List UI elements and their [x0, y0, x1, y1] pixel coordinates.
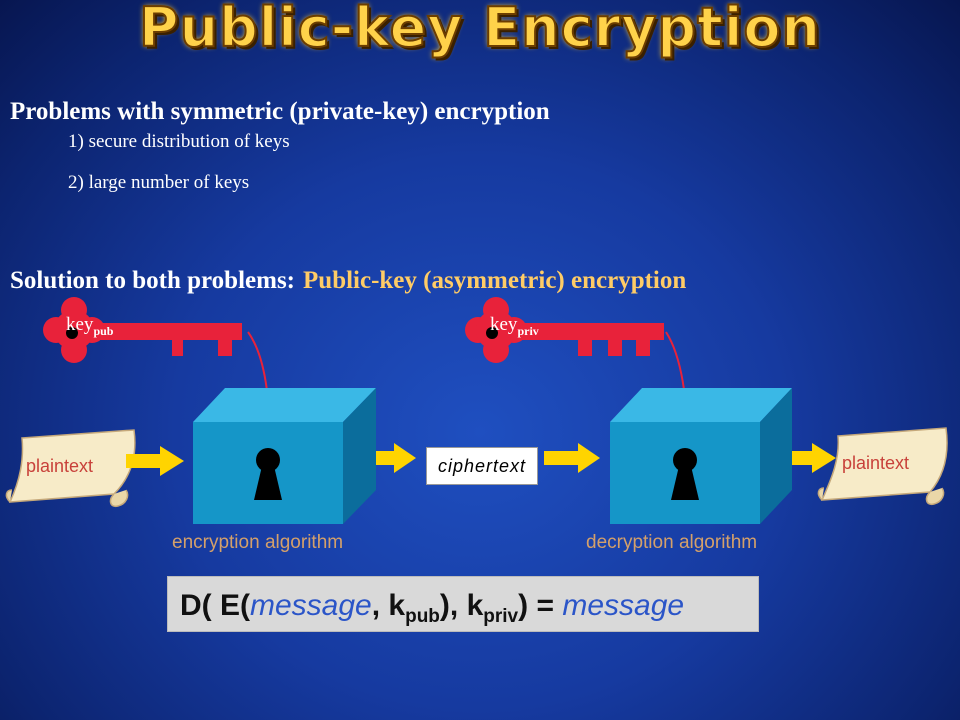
solution-answer: Public-key (asymmetric) encryption [303, 267, 687, 294]
problem-item-1: 1) secure distribution of keys [68, 131, 290, 152]
formula-box: D( E(message, kpub), kpriv) = message [167, 576, 759, 632]
encryption-box [193, 388, 376, 524]
ciphertext-box: ciphertext [426, 447, 538, 485]
private-key-label: keypriv [490, 314, 539, 338]
solution-prefix: Solution to both problems: [10, 267, 296, 294]
problem-item-2: 2) large number of keys [68, 172, 250, 193]
solution-line: Solution to both problems: Public-key (as… [10, 267, 686, 295]
lock-keyhole-icon [671, 448, 699, 500]
encryption-algorithm-label: encryption algorithm [172, 532, 344, 553]
plaintext-output-scroll [817, 427, 948, 506]
slide-title: Public-key Encryption [138, 0, 821, 60]
decryption-algorithm-label: decryption algorithm [586, 532, 758, 553]
flow-arrow-1 [126, 446, 184, 476]
plaintext-input-label: plaintext [26, 456, 94, 476]
private-key-icon [465, 297, 664, 363]
plaintext-output-label: plaintext [842, 453, 910, 473]
decryption-box [610, 388, 792, 524]
problems-heading: Problems with symmetric (private-key) en… [10, 98, 550, 125]
flow-arrow-3 [544, 443, 600, 473]
public-key-icon [43, 297, 242, 363]
lock-keyhole-icon [254, 448, 282, 500]
plaintext-input-scroll [5, 429, 136, 508]
public-key-label: keypub [66, 314, 114, 338]
